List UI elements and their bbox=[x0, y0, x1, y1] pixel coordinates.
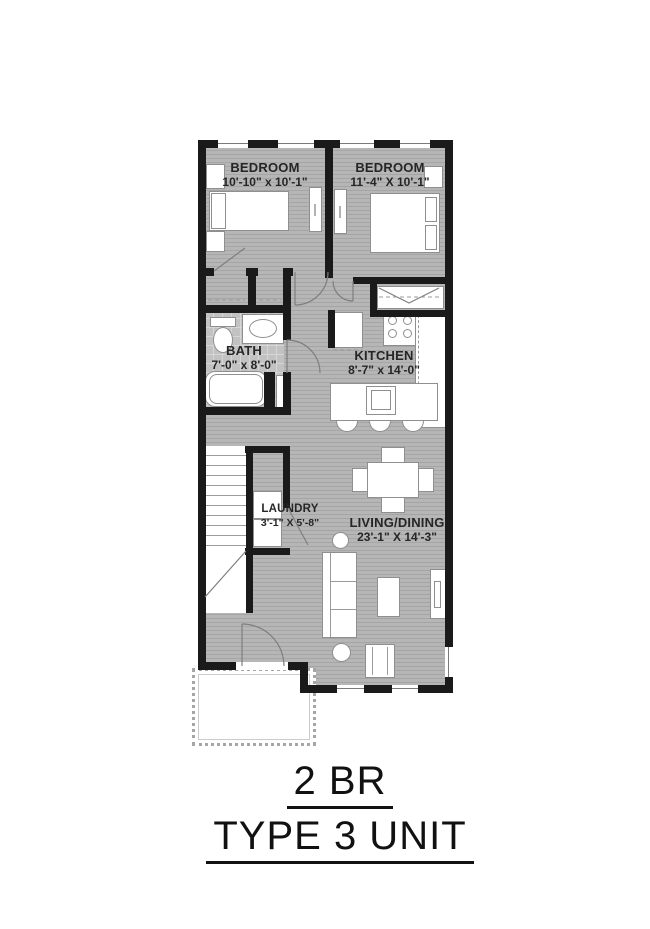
side-table-top bbox=[332, 532, 349, 549]
upper-cabinet-dashed-line bbox=[418, 315, 419, 425]
stove-burner-3 bbox=[388, 329, 397, 338]
wall-closet-divider bbox=[248, 268, 256, 313]
sofa-cushion-line-1 bbox=[330, 581, 356, 582]
bedroom2-label: BEDROOM 11'-4" X 10'-1" bbox=[338, 160, 442, 189]
dining-chair-right bbox=[418, 468, 434, 492]
wall-kitchen-left bbox=[328, 310, 335, 348]
porch-deck bbox=[192, 668, 316, 746]
wall-bottom-right bbox=[300, 685, 453, 693]
bedroom1-nightstand bbox=[206, 231, 225, 252]
sofa-back-line bbox=[330, 553, 331, 637]
bedroom2-dims: 11'-4" X 10'-1" bbox=[350, 175, 430, 190]
tv bbox=[434, 581, 441, 608]
bedroom1-dims: 10'-10" x 10'-1" bbox=[222, 175, 308, 190]
bedroom2-closet bbox=[377, 286, 444, 309]
window-top-3 bbox=[340, 140, 374, 148]
bath-dims: 7'-0" x 8'-0" bbox=[211, 358, 277, 373]
living-label: LIVING/DINING 23'-1" X 14'-3" bbox=[342, 515, 452, 544]
dining-chair-bottom bbox=[381, 497, 405, 513]
stove-burner-1 bbox=[388, 316, 397, 325]
living-name: LIVING/DINING bbox=[349, 515, 445, 530]
kitchen-counter-left bbox=[333, 312, 363, 348]
wall-bath-top bbox=[198, 305, 290, 313]
kitchen-label: KITCHEN 8'-7" x 14'-0" bbox=[335, 348, 433, 377]
stove-burner-4 bbox=[403, 329, 412, 338]
living-dims: 23'-1" X 14'-3" bbox=[357, 530, 437, 545]
window-top-2 bbox=[278, 140, 314, 148]
armchair-line-left bbox=[372, 647, 373, 675]
wall-tub-stub bbox=[264, 372, 275, 413]
wall-laundry-right bbox=[283, 446, 290, 508]
kitchen-dims: 8'-7" x 14'-0" bbox=[348, 363, 420, 378]
kitchen-name: KITCHEN bbox=[354, 348, 414, 363]
island-sink-inner bbox=[371, 390, 391, 410]
bedroom2-name: BEDROOM bbox=[355, 160, 425, 175]
window-bottom-2 bbox=[392, 685, 418, 693]
wall-right bbox=[445, 140, 453, 693]
wall-bed2-bottom bbox=[353, 277, 453, 284]
toilet-bowl bbox=[213, 327, 233, 353]
toilet-tank bbox=[210, 317, 236, 327]
dryer bbox=[253, 519, 282, 547]
dining-chair-top bbox=[381, 447, 405, 463]
wall-bed1-bottom-a bbox=[198, 268, 214, 276]
laundry-name: LAUNDRY bbox=[261, 503, 319, 515]
wall-laundry-bottom bbox=[245, 548, 290, 555]
window-bottom-1 bbox=[337, 685, 364, 693]
armchair-line-right bbox=[387, 647, 388, 675]
stove-burner-2 bbox=[403, 316, 412, 325]
sofa bbox=[322, 552, 357, 638]
plan-title: 2 BR TYPE 3 UNIT bbox=[165, 759, 515, 865]
dining-table bbox=[367, 462, 419, 498]
bedroom2-pillow-1 bbox=[425, 197, 437, 222]
bedroom1-name: BEDROOM bbox=[230, 160, 300, 175]
entry-door-opening bbox=[236, 662, 288, 670]
bath-label: BATH 7'-0" x 8'-0" bbox=[203, 343, 285, 372]
bedroom2-nightstand bbox=[424, 166, 443, 188]
side-table-bottom bbox=[332, 643, 351, 662]
wall-bedroom-divider bbox=[325, 147, 333, 278]
wall-bath-bottom bbox=[198, 407, 290, 415]
wall-step bbox=[300, 662, 308, 693]
porch-inner-line bbox=[198, 674, 310, 740]
wall-stairs-right bbox=[246, 446, 253, 613]
wall-laundry-top bbox=[245, 446, 290, 453]
laundry-label: LAUNDRY 3'-1" X 5'-8" bbox=[247, 503, 333, 529]
title-line-1: 2 BR bbox=[286, 759, 394, 810]
bath-sink bbox=[249, 319, 277, 338]
wall-top bbox=[198, 140, 453, 148]
washer bbox=[253, 491, 282, 519]
wall-kitchen-top bbox=[370, 310, 453, 317]
stair-treads bbox=[205, 446, 246, 546]
wall-hall-left-upper bbox=[283, 268, 291, 340]
coffee-table bbox=[377, 577, 400, 617]
window-top-4 bbox=[400, 140, 430, 148]
bedroom2-pillow-2 bbox=[425, 225, 437, 250]
laundry-dims: 3'-1" X 5'-8" bbox=[260, 516, 320, 529]
armchair bbox=[365, 644, 395, 678]
dining-chair-left bbox=[352, 468, 368, 492]
bath-name: BATH bbox=[226, 343, 262, 358]
sofa-cushion-line-2 bbox=[330, 609, 356, 610]
bedroom1-dresser bbox=[309, 187, 322, 232]
bathtub-inner bbox=[209, 374, 263, 404]
wall-left bbox=[198, 140, 206, 670]
title-line-2: TYPE 3 UNIT bbox=[206, 815, 474, 865]
bedroom2-dresser bbox=[334, 189, 347, 234]
wall-hall-left-lower bbox=[283, 372, 291, 415]
bedroom1-pillow bbox=[211, 193, 226, 229]
bedroom1-shelf bbox=[206, 164, 225, 189]
bedroom1-label: BEDROOM 10'-10" x 10'-1" bbox=[212, 160, 318, 189]
wall-bed2-closet bbox=[370, 277, 377, 317]
window-right bbox=[445, 647, 453, 677]
window-top-1 bbox=[218, 140, 248, 148]
